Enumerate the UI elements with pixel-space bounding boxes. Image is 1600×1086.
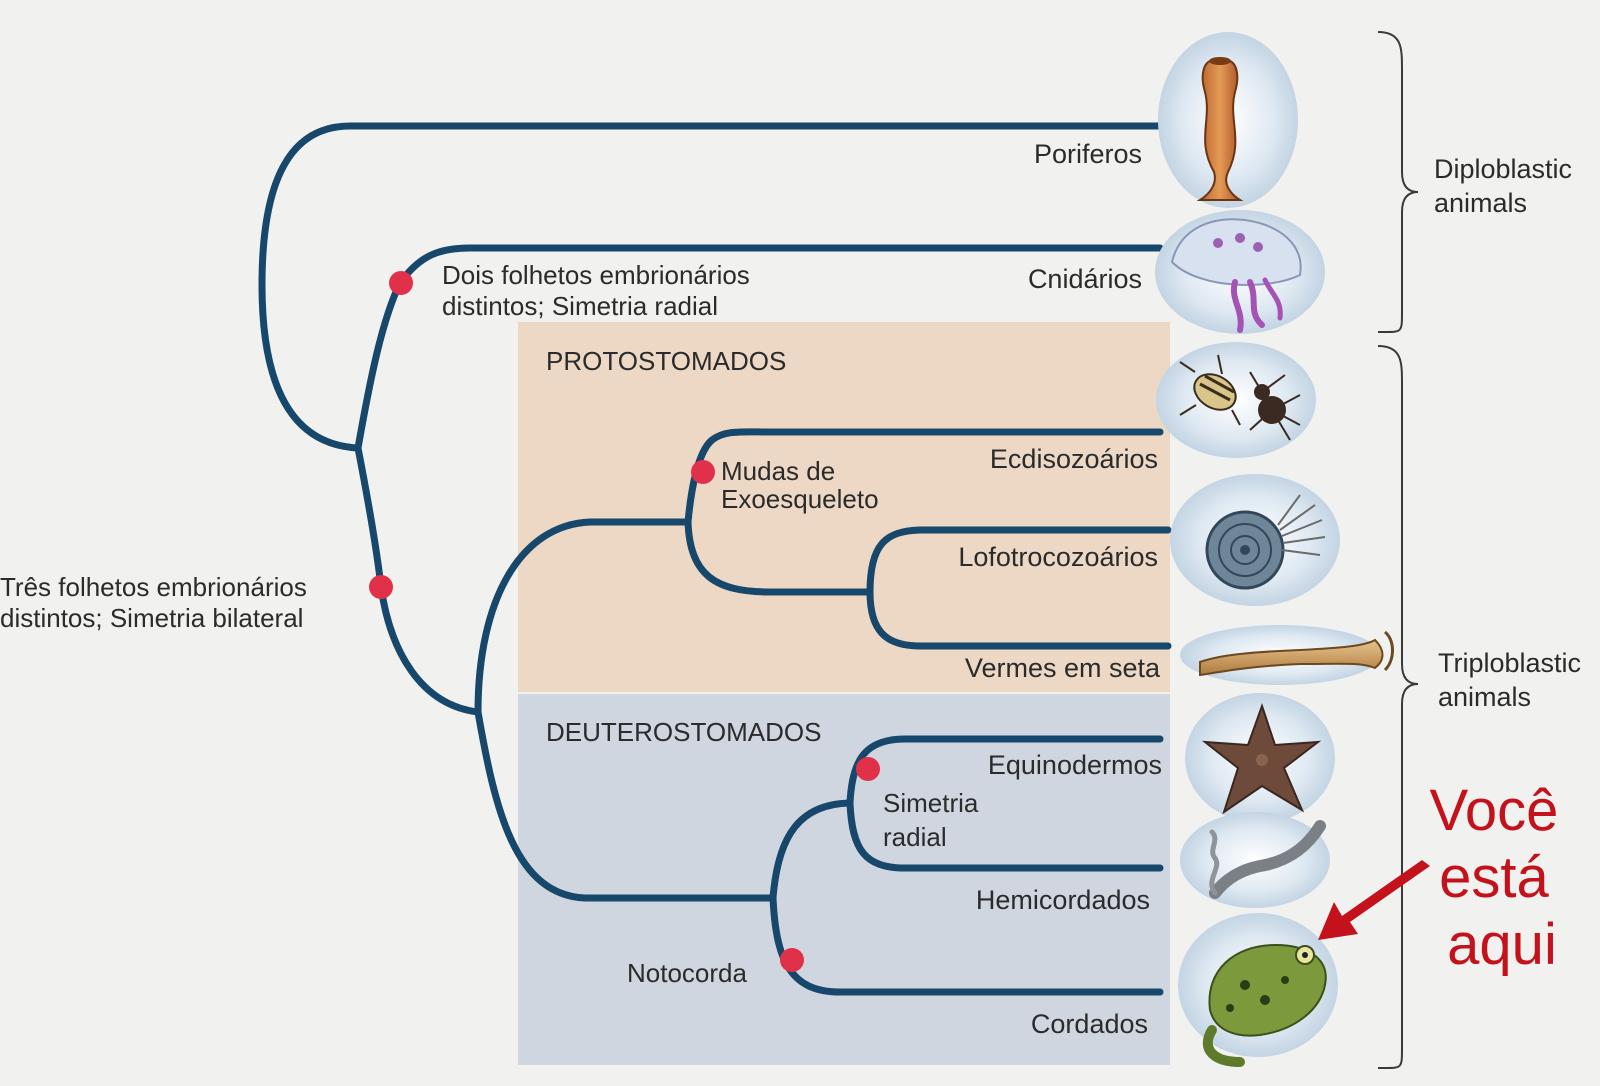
deuterostomes-label: DEUTEROSTOMADOS [546,717,821,747]
character-nodes [369,271,880,972]
callout-text: Você está aqui [1429,778,1574,977]
taxon-cnidarios: Cnidários [1028,264,1142,294]
taxon-equinodermos: Equinodermos [988,750,1162,780]
nautilus-icon [1170,474,1340,606]
label-diploblastic: Diploblastic animals [1434,154,1580,218]
jellyfish-icon [1155,210,1325,334]
node-mudas [691,460,715,484]
arrow-worm-icon [1180,625,1394,685]
taxon-vermes: Vermes em seta [965,653,1161,683]
beetle-spider-icon [1156,342,1316,458]
branch-ambulacraria [769,799,854,902]
frog-icon [1178,913,1338,1067]
taxon-lofotrocozoarios: Lofotrocozoários [958,542,1158,572]
protostomes-label: PROTOSTOMADOS [546,346,786,376]
label-dois-folhetos: Dois folhetos embrionários distintos; Si… [442,260,757,321]
you-are-here-callout: Você está aqui [1318,778,1574,977]
diploblastic-bracket [1377,31,1419,334]
red-arrow-icon [1318,860,1430,940]
acorn-worm-icon [1180,812,1330,908]
branch-spiralia [684,518,874,596]
node-dois-folhetos [389,271,413,295]
node-tres-folhetos [369,575,393,599]
branch-ecdysozoa [684,428,1164,526]
taxon-cordados: Cordados [1031,1009,1148,1039]
taxon-poriferos: Poriferos [1034,139,1142,169]
label-notocorda: Notocorda [627,958,747,988]
sponge-icon [1158,32,1298,208]
branch-poriferos [258,122,1164,452]
taxon-ecdisozoarios: Ecdisozoários [990,444,1158,474]
taxon-hemicordados: Hemicordados [976,885,1150,915]
taxon-labels: Poriferos Cnidários Ecdisozoários Lofotr… [958,139,1162,1039]
protostomes-region [518,322,1170,692]
branch-protostomes [474,518,692,716]
deuterostomes-region [518,694,1170,1065]
label-triploblastic: Triploblastic animals [1438,648,1589,712]
branch-equinodermos [846,735,1164,807]
tree-branches [258,122,1172,996]
node-notocorda [780,948,804,972]
character-labels: Dois folhetos embrionários distintos; Si… [0,260,986,988]
label-mudas: Mudas de Exoesqueleto [721,456,879,514]
label-tres-folhetos: Três folhetos embrionários distintos; Si… [0,572,314,633]
starfish-icon [1185,693,1335,823]
bracket-labels: Diploblastic animals Triploblastic anima… [1434,154,1589,712]
label-simetria-radial: Simetria radial [883,788,986,852]
branch-lofotrocozoarios [866,526,1172,596]
branch-deuterostomes [474,708,777,902]
triploblastic-bracket [1377,345,1419,1070]
branch-hemicordados [846,799,1164,872]
node-simetria-radial [856,757,880,781]
branch-vermes [866,588,1172,650]
